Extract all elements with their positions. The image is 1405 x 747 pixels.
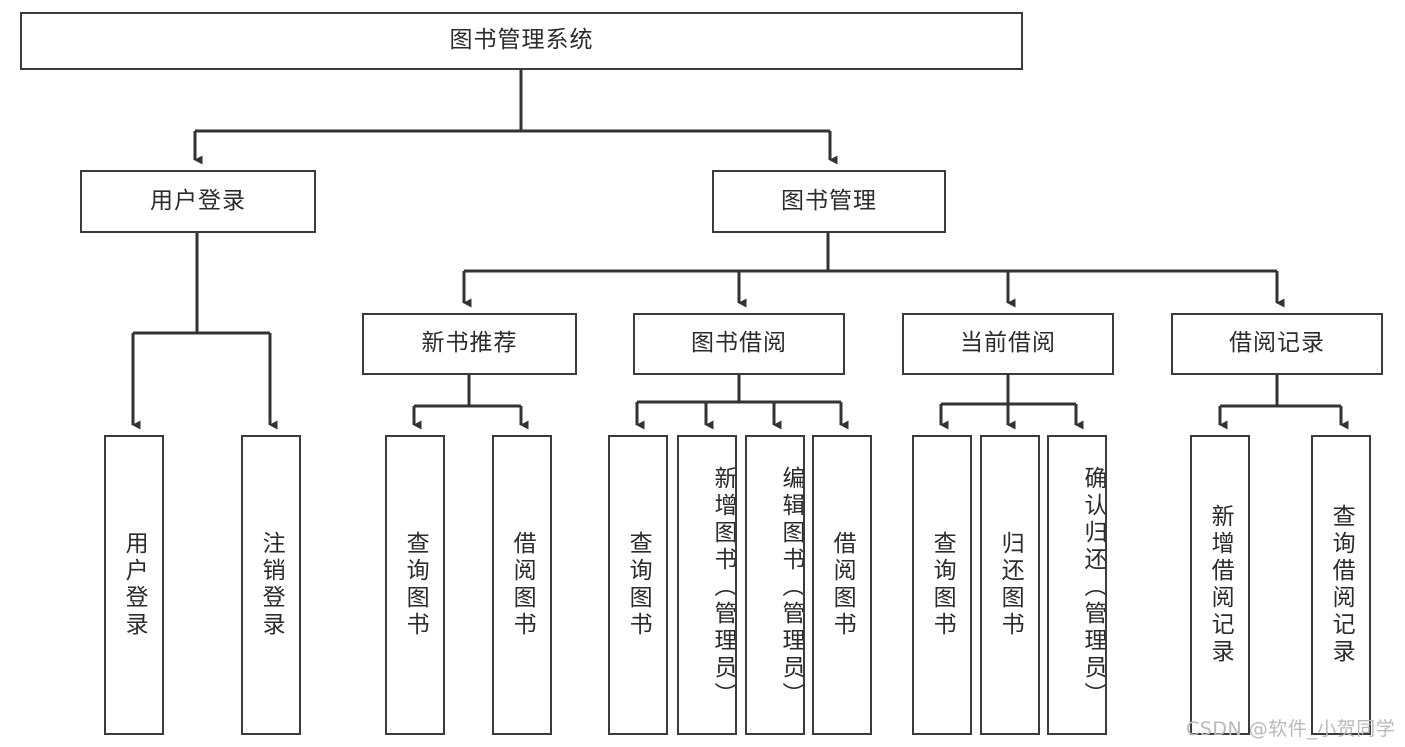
node-leaf-user-login[interactable]: 用户登录 <box>104 435 164 735</box>
node-root-book-management-system[interactable]: 图书管理系统 <box>20 12 1023 70</box>
node-label: 查询借阅记录 <box>1328 504 1355 666</box>
node-leaf-borrow-book[interactable]: 借阅图书 <box>812 435 872 735</box>
node-leaf-add-book-admin[interactable]: 新增图书（管理员） <box>677 435 737 735</box>
node-leaf-return-book[interactable]: 归还图书 <box>980 435 1040 735</box>
node-leaf-query-borrow-record[interactable]: 查询借阅记录 <box>1311 435 1371 735</box>
node-label: 确认归还（管理员） <box>1080 465 1106 709</box>
node-borrow-record[interactable]: 借阅记录 <box>1171 313 1383 375</box>
node-label: 查询图书 <box>929 531 956 639</box>
node-leaf-edit-book-admin[interactable]: 编辑图书（管理员） <box>745 435 805 735</box>
node-label: 注销登录 <box>258 531 285 639</box>
node-label: 查询图书 <box>625 531 652 639</box>
node-label: 图书管理 <box>781 187 877 214</box>
csdn-watermark: CSDN @软件_小贺同学 <box>1186 718 1396 740</box>
node-leaf-borrow-book-recommend[interactable]: 借阅图书 <box>492 435 552 735</box>
node-label: 图书管理系统 <box>449 27 594 54</box>
node-current-borrow[interactable]: 当前借阅 <box>902 313 1114 375</box>
node-label: 当前借阅 <box>960 330 1056 357</box>
node-label: 编辑图书（管理员） <box>778 465 804 709</box>
node-label: 借阅图书 <box>509 531 536 639</box>
node-book-management[interactable]: 图书管理 <box>712 170 946 233</box>
node-leaf-query-book-recommend[interactable]: 查询图书 <box>385 435 445 735</box>
node-label: 用户登录 <box>150 187 246 214</box>
node-label: 借阅记录 <box>1229 330 1325 357</box>
node-label: 新增图书（管理员） <box>710 465 736 709</box>
node-leaf-add-borrow-record[interactable]: 新增借阅记录 <box>1190 435 1250 735</box>
node-leaf-query-book-borrow[interactable]: 查询图书 <box>608 435 668 735</box>
node-label: 借阅图书 <box>829 531 856 639</box>
node-label: 新增借阅记录 <box>1207 504 1234 666</box>
node-new-book-recommend[interactable]: 新书推荐 <box>362 313 577 375</box>
node-user-login[interactable]: 用户登录 <box>80 170 316 233</box>
node-leaf-logout[interactable]: 注销登录 <box>241 435 301 735</box>
node-book-borrow[interactable]: 图书借阅 <box>633 313 845 375</box>
node-leaf-query-book-current[interactable]: 查询图书 <box>912 435 972 735</box>
node-label: 新书推荐 <box>421 330 518 357</box>
node-label: 查询图书 <box>402 531 429 639</box>
node-label: 归还图书 <box>997 531 1024 639</box>
node-leaf-confirm-return-admin[interactable]: 确认归还（管理员） <box>1047 435 1107 735</box>
node-label: 用户登录 <box>121 531 148 639</box>
node-label: 图书借阅 <box>691 330 787 357</box>
